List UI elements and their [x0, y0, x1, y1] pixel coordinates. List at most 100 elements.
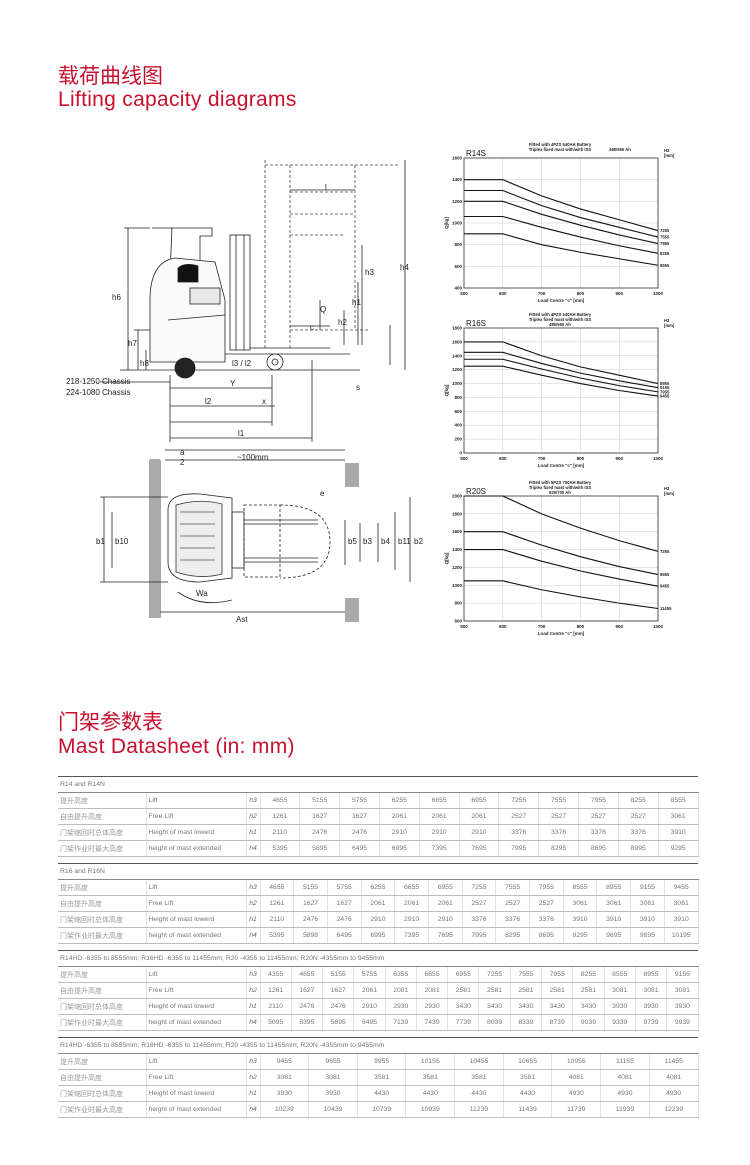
table-cell: 2110 [260, 824, 301, 841]
dim-label-b10: b10 [115, 537, 129, 546]
table-cell: 2476 [339, 824, 380, 841]
table-cell: 2061 [379, 808, 420, 825]
y-tick-label: 2000 [452, 494, 463, 499]
chart-subtitle: Fitted with 5PZS 700AH Battery [529, 480, 592, 485]
table-cell: 6495 [327, 927, 362, 944]
table-cell: 11939 [600, 1101, 650, 1118]
table-cell: 2581 [510, 982, 543, 999]
table-cell: 8555 [658, 792, 699, 809]
chart-title: R20S [466, 487, 486, 496]
table-cell: 9939 [666, 1014, 699, 1031]
table-cell: 7955 [529, 879, 564, 896]
table-cell: 2581 [447, 982, 480, 999]
table-cell: 5898 [293, 927, 328, 944]
table-cell: 6655 [419, 792, 460, 809]
table-cell: 2527 [529, 895, 564, 912]
x-tick-label: 900 [615, 291, 623, 296]
y-tick-label: 1800 [452, 511, 463, 516]
table-cell: 3430 [541, 998, 574, 1015]
table-caption: R14HD -6355 to 8555mm; R16HD -6355 to 11… [58, 1037, 699, 1054]
unit-label: H3 [664, 486, 670, 491]
x-tick-label: 1000 [653, 291, 664, 296]
row-label-en: height of mast extended [146, 927, 247, 944]
dim-label-l3l2: l3 / l2 [232, 359, 252, 368]
row-symbol: h2 [246, 895, 261, 912]
unit-label: [mm] [664, 153, 675, 158]
mast-title-cn: 门架参数表 [58, 710, 163, 734]
table-cell: 3930 [635, 998, 668, 1015]
table-cell: 1261 [260, 982, 292, 999]
dim-label-ast: Ast [236, 615, 248, 624]
table-cell: 3081 [260, 1069, 310, 1086]
dim-label-s: s [356, 383, 360, 392]
table-cell: 5155 [293, 879, 328, 896]
table-cell: 10195 [664, 927, 699, 944]
table-cell: 3376 [538, 824, 579, 841]
row-symbol: h2 [246, 982, 261, 999]
table-cell: 11439 [503, 1101, 553, 1118]
dim-label-e: e [320, 489, 325, 498]
table-cell: 10439 [308, 1101, 358, 1118]
table-cell: 7395 [419, 840, 460, 857]
unit-label: [mm] [664, 491, 675, 496]
table-cell: 8955 [596, 879, 632, 896]
table-cell: 3430 [572, 998, 605, 1015]
table-cell: 1627 [299, 808, 341, 825]
chart-subtitle: Fitted with 4PZS 540AH Battery [529, 142, 592, 147]
table-cell: 2476 [291, 998, 324, 1015]
x-tick-label: 600 [499, 291, 507, 296]
table-cell: 6995 [379, 840, 420, 857]
row-symbol: h1 [246, 911, 261, 928]
table-cell: 2527 [495, 895, 530, 912]
table-cell: 5395 [260, 927, 295, 944]
table-cell: 3061 [563, 895, 598, 912]
row-symbol: h4 [246, 1101, 261, 1118]
x-tick-label: 700 [538, 291, 546, 296]
dim-label-h3: h3 [365, 268, 374, 277]
table-cell: 3910 [563, 911, 598, 928]
table-cell: 7555 [495, 879, 530, 896]
series-line [464, 200, 659, 245]
table-cell: 2910 [419, 824, 460, 841]
table-cell: 7555 [510, 966, 543, 983]
table-cell: 11739 [551, 1101, 602, 1118]
row-symbol: h3 [246, 792, 261, 809]
table-cell: 1627 [293, 895, 328, 912]
table-caption: R14HD -6355 to 8555mm; R16HD -6355 to 11… [58, 950, 699, 967]
dim-label-b4: b4 [381, 537, 390, 546]
table-cell: 7555 [538, 792, 579, 809]
row-label-cn: 门架缩回时总体高度 [58, 998, 147, 1015]
y-tick-label: 1000 [452, 583, 463, 588]
table-cell: 4081 [551, 1069, 602, 1086]
row-symbol: h1 [246, 824, 261, 841]
row-label-cn: 门架作业时最大高度 [58, 840, 147, 857]
series-line [464, 351, 659, 389]
table-cell: 10239 [260, 1101, 310, 1118]
y-tick-label: 1600 [452, 339, 463, 344]
table-cell: 3376 [529, 911, 564, 928]
dim-label-b3: b3 [363, 537, 372, 546]
chart-title: R16S [466, 319, 486, 328]
dim-label-b11: b11 [398, 537, 411, 546]
x-axis-label: Load Centre "c" [mm] [538, 463, 585, 468]
table-cell: 12239 [649, 1101, 699, 1118]
y-tick-label: 1400 [452, 353, 463, 358]
table-cell: 6955 [459, 792, 500, 809]
row-symbol: h2 [246, 808, 261, 825]
series-label: 7555 [660, 235, 670, 240]
table-cell: 1627 [322, 982, 355, 999]
row-symbol: h1 [246, 1085, 261, 1102]
x-tick-label: 700 [538, 624, 546, 629]
table-cell: 3081 [604, 982, 636, 999]
table-cell: 1627 [339, 808, 380, 825]
table-cell: 3581 [454, 1069, 504, 1086]
table-cell: 7255 [462, 879, 497, 896]
table-cell: 9155 [630, 879, 665, 896]
x-tick-label: 500 [460, 291, 468, 296]
